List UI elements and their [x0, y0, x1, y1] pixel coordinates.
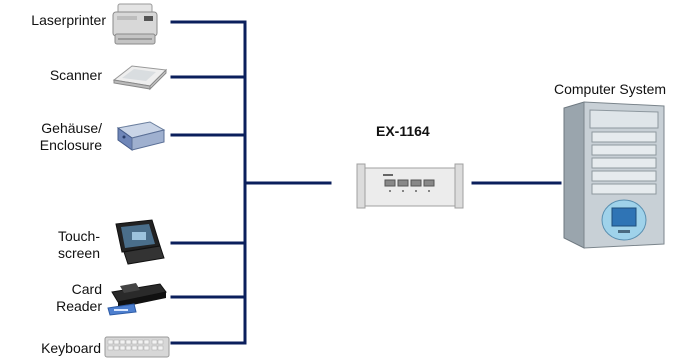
touchscreen-icon: [115, 219, 165, 265]
card-reader-icon: [107, 283, 167, 316]
hub-title: EX-1164: [376, 123, 430, 139]
label-keyboard: Keyboard: [41, 340, 101, 356]
computer-label: Computer System: [554, 81, 667, 97]
label-touchscreen: Touch- screen: [8, 228, 100, 262]
computer-tower-icon: [563, 101, 665, 249]
label-enclosure-line1: Gehäuse/: [41, 120, 102, 136]
keyboard-icon: [104, 336, 170, 358]
label-cardreader-line1: Card: [71, 281, 102, 297]
laserprinter-icon: [112, 3, 158, 45]
scanner-icon: [112, 65, 168, 91]
label-enclosure: Gehäuse/ Enclosure: [8, 120, 102, 154]
label-touchscreen-line1: Touch-: [57, 228, 100, 244]
label-cardreader: Card Reader: [8, 281, 102, 315]
label-cardreader-line2: Reader: [56, 298, 102, 314]
label-touchscreen-line2: screen: [57, 245, 100, 261]
label-scanner: Scanner: [49, 67, 102, 83]
hub-ex1164-icon: [356, 163, 464, 209]
enclosure-icon: [116, 121, 166, 151]
label-laserprinter: Laserprinter: [31, 12, 106, 28]
label-enclosure-line2: Enclosure: [39, 137, 102, 153]
